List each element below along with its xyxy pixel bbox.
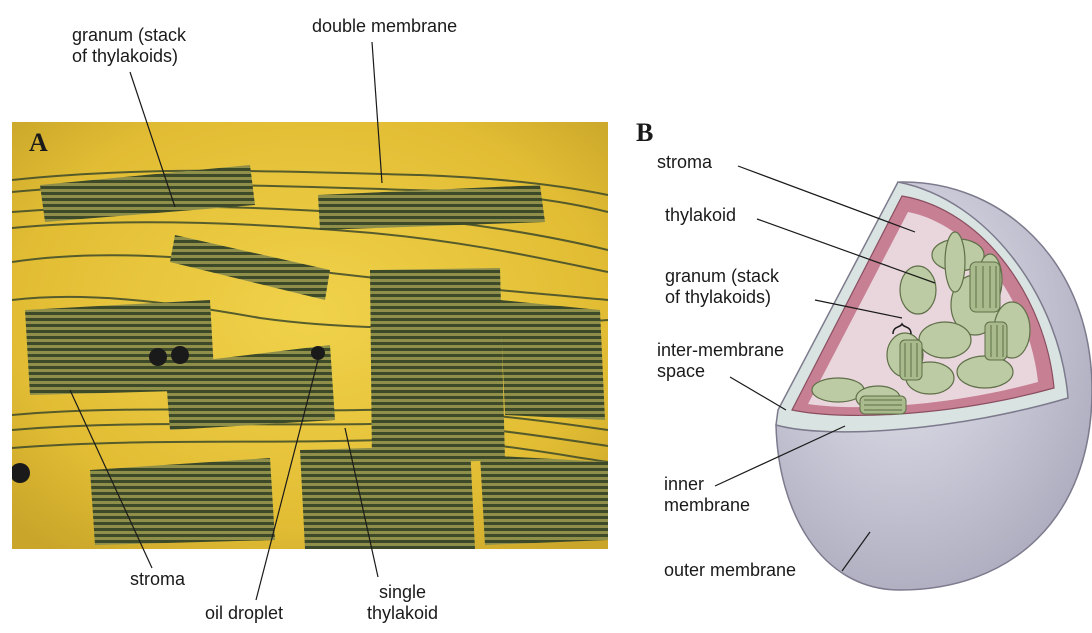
label-a-double-membrane: double membrane	[312, 16, 457, 37]
micrograph	[10, 122, 608, 549]
label-b-inner-membrane: inner membrane	[664, 474, 750, 516]
label-b-thylakoid: thylakoid	[665, 205, 736, 226]
label-b-intermembrane-space: inter-membrane space	[657, 340, 784, 382]
label-b-stroma: stroma	[657, 152, 712, 173]
label-a-granum: granum (stack of thylakoids)	[72, 25, 186, 67]
label-a-stroma: stroma	[130, 569, 185, 590]
label-b-granum: granum (stack of thylakoids)	[665, 266, 779, 308]
label-b-outer-membrane: outer membrane	[664, 560, 796, 581]
panel-b-letter: B	[636, 120, 653, 146]
label-a-single-thylakoid: single thylakoid	[367, 582, 438, 624]
label-a-oil-droplet: oil droplet	[205, 603, 283, 624]
panel-a-letter: A	[29, 130, 48, 156]
